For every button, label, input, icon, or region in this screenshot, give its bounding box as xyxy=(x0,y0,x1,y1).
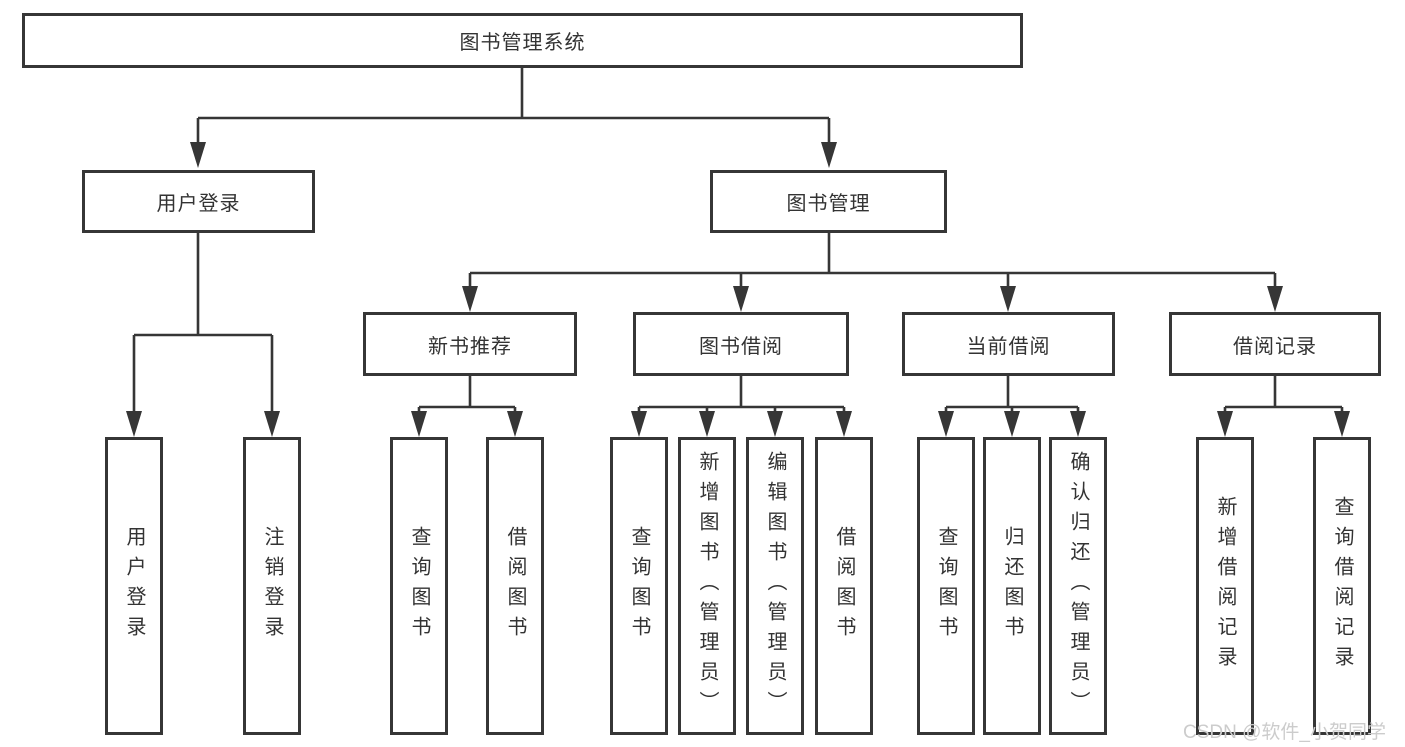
arrowhead xyxy=(1004,411,1020,437)
node-user-login: 用户登录 xyxy=(82,170,315,233)
arrowhead xyxy=(733,286,749,312)
csdn-watermark: CSDN @软件_小贺同学 xyxy=(1183,722,1386,743)
connector-book-management-children xyxy=(468,233,1277,288)
node-current-borrow: 当前借阅 xyxy=(902,312,1115,376)
arrowhead xyxy=(1267,286,1283,312)
node-label: 新增借阅记录 xyxy=(1214,496,1236,676)
node-label: 查询图书 xyxy=(628,526,650,646)
leaf-add-borrow-record: 新增借阅记录 xyxy=(1196,437,1254,735)
node-root-system: 图书管理系统 xyxy=(22,13,1023,68)
arrowhead xyxy=(699,411,715,437)
node-label: 图书管理系统 xyxy=(459,32,586,54)
arrowhead xyxy=(1334,411,1350,437)
arrowhead xyxy=(836,411,852,437)
leaf-user-login: 用户登录 xyxy=(105,437,163,735)
connector-new-book-children xyxy=(417,376,517,413)
node-label: 借阅记录 xyxy=(1233,335,1317,358)
leaf-query-book-2: 查询图书 xyxy=(610,437,668,735)
arrowhead xyxy=(821,142,837,168)
leaf-return-book: 归还图书 xyxy=(983,437,1041,735)
node-label: 查询图书 xyxy=(935,526,957,646)
leaf-query-book-1: 查询图书 xyxy=(390,437,448,735)
node-label: 图书管理 xyxy=(786,193,871,215)
node-label: 新书推荐 xyxy=(428,335,512,358)
connector-borrow-records-children xyxy=(1223,376,1344,413)
node-borrow-records: 借阅记录 xyxy=(1169,312,1381,376)
arrowhead xyxy=(507,411,523,437)
connector-book-borrow-children xyxy=(637,376,846,413)
arrowhead xyxy=(767,411,783,437)
leaf-query-book-3: 查询图书 xyxy=(917,437,975,735)
node-label: 编辑图书（管理员） xyxy=(764,451,786,721)
node-label: 借阅图书 xyxy=(833,526,855,646)
node-label: 注销登录 xyxy=(261,526,283,646)
leaf-query-borrow-record: 查询借阅记录 xyxy=(1313,437,1371,735)
leaf-confirm-return-admin: 确认归还（管理员） xyxy=(1049,437,1107,735)
arrowhead xyxy=(631,411,647,437)
arrowhead xyxy=(938,411,954,437)
leaf-borrow-book-1: 借阅图书 xyxy=(486,437,544,735)
arrowhead xyxy=(1070,411,1086,437)
arrowhead xyxy=(190,142,206,168)
node-label: 新增图书（管理员） xyxy=(696,451,718,721)
connector-root-to-level2 xyxy=(196,68,831,144)
arrowhead xyxy=(411,411,427,437)
node-label: 借阅图书 xyxy=(504,526,526,646)
node-label: 查询图书 xyxy=(408,526,430,646)
node-book-management: 图书管理 xyxy=(710,170,947,233)
arrowhead xyxy=(462,286,478,312)
arrowhead xyxy=(126,411,142,437)
arrowhead xyxy=(1217,411,1233,437)
node-label: 归还图书 xyxy=(1001,526,1023,646)
leaf-add-book-admin: 新增图书（管理员） xyxy=(678,437,736,735)
connector-current-borrow-children xyxy=(944,376,1080,413)
arrowhead xyxy=(1000,286,1016,312)
leaf-edit-book-admin: 编辑图书（管理员） xyxy=(746,437,804,735)
node-label: 用户登录 xyxy=(156,193,241,215)
node-label: 查询借阅记录 xyxy=(1331,496,1353,676)
arrowhead xyxy=(264,411,280,437)
node-new-book-recommend: 新书推荐 xyxy=(363,312,577,376)
connector-user-login-children xyxy=(132,233,274,413)
node-label: 当前借阅 xyxy=(966,335,1051,358)
node-book-borrow: 图书借阅 xyxy=(633,312,849,376)
leaf-logout: 注销登录 xyxy=(243,437,301,735)
leaf-borrow-book-2: 借阅图书 xyxy=(815,437,873,735)
node-label: 图书借阅 xyxy=(699,335,783,358)
node-label: 用户登录 xyxy=(123,526,145,646)
node-label: 确认归还（管理员） xyxy=(1067,451,1089,721)
